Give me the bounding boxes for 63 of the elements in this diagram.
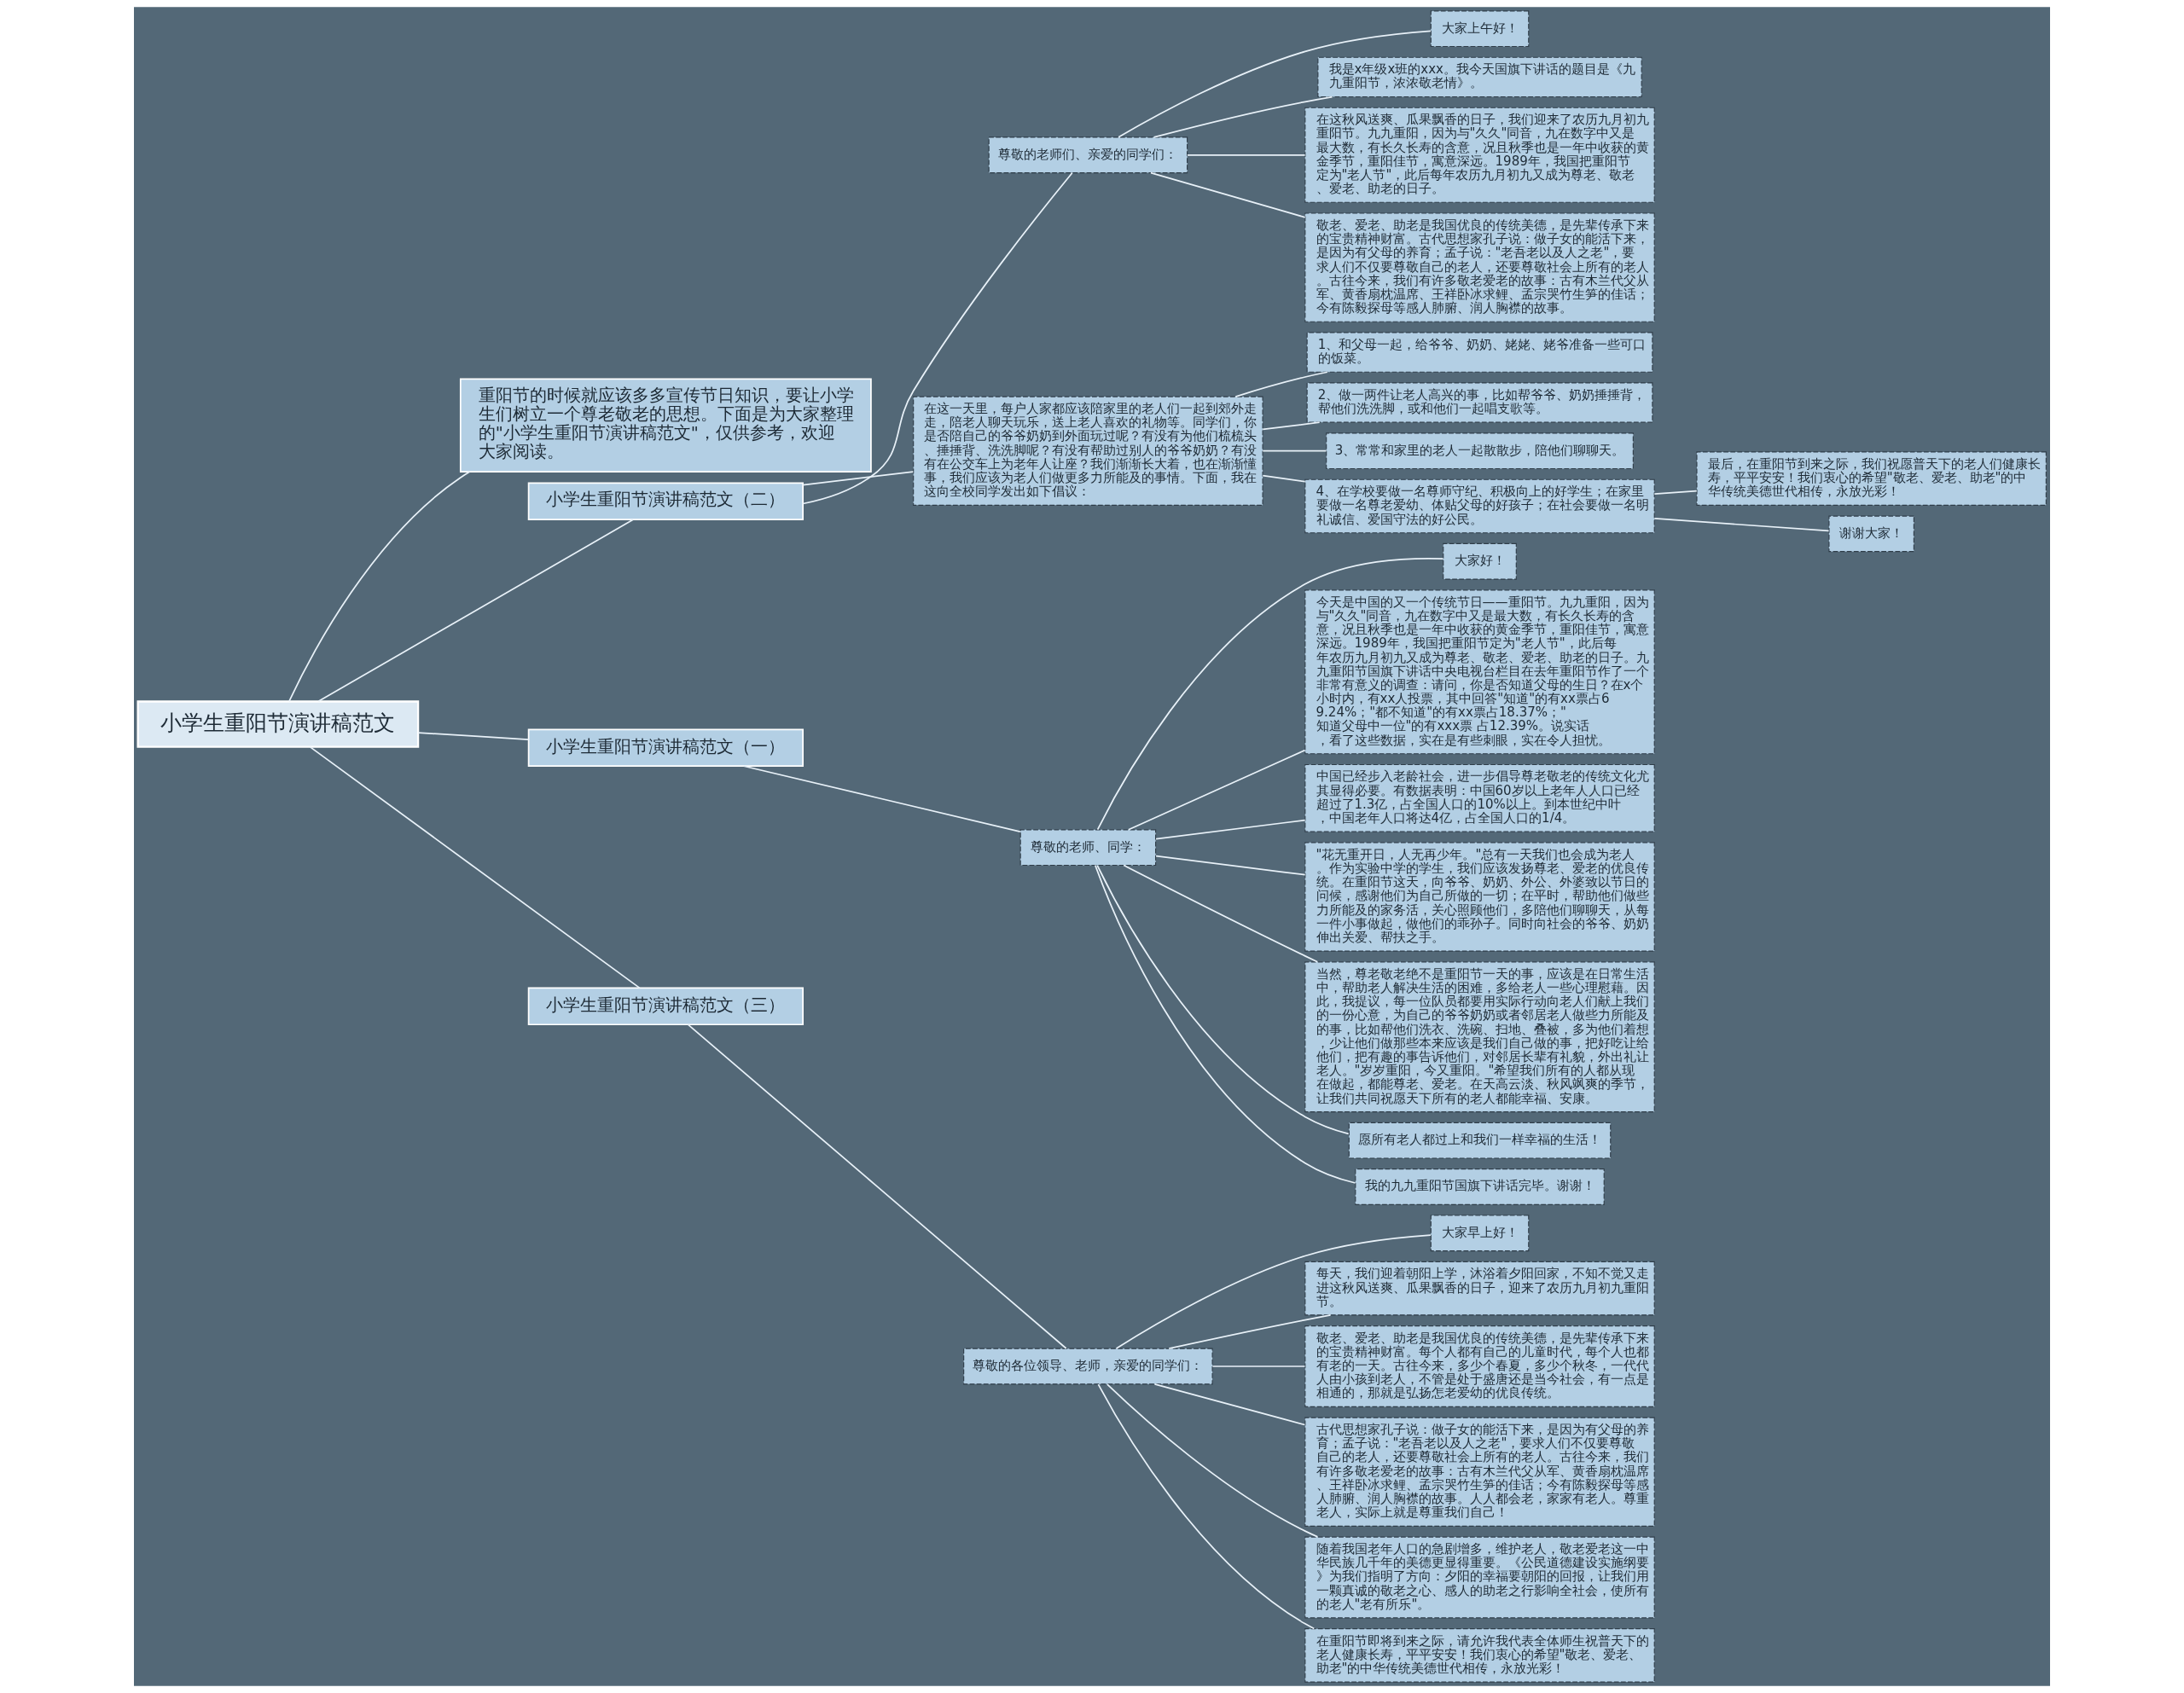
node-box: 愿所有老人都过上和我们一样幸福的生活！: [1348, 1122, 1612, 1159]
connector: [1150, 171, 1306, 218]
node-box: 重阳节的时候就应该多多宣传节日知识，要让小学生们树立一个尊老敬老的思想。下面是为大家整理的"小学生重阳节演讲稿范文"，仅供参考，欢迎大家阅读。: [459, 378, 872, 473]
connector: [1186, 154, 1306, 156]
node-box: "花无重开日，人无再少年。"总有一天我们也会成为老人。作为实验中学的学生，我们应该发扬尊老、爱老的优良传统。在重阳节这天，向爷爷、奶奶、外公、外婆致以节日的问候，感谢他们为自己所做的一切；在平时，帮助他们做些力所能及的家务活，关心照顾他们，多陪他们聊聊天，从每一件小事做起，做他们的乖孙子。同时向社会的爷爷、奶奶伸出关爱、帮扶之手。: [1304, 842, 1655, 952]
connector: [1096, 864, 1350, 1135]
connector: [317, 519, 634, 703]
node-box: 我的九九重阳节国旗下讲话完毕。谢谢！: [1355, 1168, 1605, 1205]
connector: [1128, 749, 1306, 831]
node-box: 在这一天里，每户人家都应该陪家里的老人们一起到郊外走走，陪老人聊天玩乐，送上老人喜欢的礼物等。同学们，你是否陪自己的爷爷奶奶到外面玩过呢？有没有为他们梳梳头、捶捶背、洗洗脚呢？有没有帮助过别人的爷爷奶奶？有没有在公交车上为老年人让座？我们渐渐长大着，也在渐渐懂事，我们应该为老人们做更多力所能及的事情。下面，我在这向全校同学发出如下倡议：: [913, 396, 1263, 506]
connector: [743, 765, 1021, 832]
connector: [1107, 1383, 1319, 1538]
node-box: 小学生重阳节演讲稿范文（三）: [527, 987, 804, 1026]
node-box: 1、和父母一起，给爷爷、奶奶、姥姥、姥爷准备一些可口的饭菜。: [1306, 332, 1653, 373]
node-box: 尊敬的老师、同学：: [1019, 829, 1157, 867]
node-box: 当然，尊老敬老绝不是重阳节一天的事，应该是在日常生活中，帮助老人解决生活的困难，多给老人一些心理慰藉。因此，我提议，每一位队员都要用实际行动向老人们献上我们的一份心意，为自己的爷爷奶奶或者邻居老人做些力所能及的事，比如帮他们洗衣、洗碗、扫地、叠被，多为他们着想，少让他们做那些本来应该是我们自己做的事，把好吃让给他们，把有趣的事告诉他们，对邻居长辈有礼貌，外出礼让老人。"岁岁重阳，今又重阳。"希望我们所有的人都从现在做起，都能尊老、爱老。在天高云淡、秋风飒爽的季节，让我们共同祝愿天下所有的老人都能幸福、安康。: [1304, 961, 1655, 1113]
connector: [1155, 855, 1306, 876]
node-box: 在重阳节即将到来之际，请允许我代表全体师生祝普天下的老人健康长寿，平平安安！我们衷心的希望"敬老、爱老、助老"的中华传统美德世代相传，永放光彩！: [1304, 1628, 1655, 1683]
connector: [309, 746, 641, 989]
node-box: 3、常常和家里的老人一起散散步，陪他们聊聊天。: [1326, 432, 1634, 470]
connector: [1262, 449, 1327, 452]
node-box: 我是x年级x班的xxx。我今天国旗下讲话的题目是《九九重阳节，浓浓敬老情》。: [1317, 56, 1642, 98]
connector: [288, 471, 471, 703]
connector: [1153, 1383, 1306, 1426]
connector: [1115, 1234, 1432, 1349]
connector: [1155, 819, 1306, 840]
node-box: 最后，在重阳节到来之际，我们祝愿普天下的老人们健康长寿，平平安安！我们衷心的希望"敬老、爱老、助老"的中华传统美德世代相传，永放光彩！: [1696, 451, 2047, 506]
connector: [1096, 557, 1444, 831]
connector: [1653, 490, 1698, 495]
node-box: 小学生重阳节演讲稿范文（二）: [527, 482, 804, 520]
node-box: 谢谢大家！: [1828, 515, 1914, 553]
node-box: 随着我国老年人口的急剧增多，维护老人，敬老爱老这一中华民族几千年的美德更显得重要。《公民道德建设实施纲要》为我们指明了方向：夕阳的幸福要朝阳的回报，让我们用一颗真诚的敬老之心、感人的助老之行影响全社会，使所有的老人"老有所乐"。: [1304, 1536, 1655, 1619]
node-box: 大家早上好！: [1430, 1215, 1530, 1252]
node-box: 大家上午好！: [1430, 10, 1530, 48]
node-box: 大家好！: [1443, 542, 1517, 580]
node-box: 每天，我们迎着朝阳上学，沐浴着夕阳回家，不知不觉又走进这秋风送爽、瓜果飘香的日子，迎来了农历九月初九重阳节。: [1304, 1261, 1655, 1316]
node-box: 尊敬的老师们、亲爱的同学们：: [988, 136, 1188, 174]
connector: [1123, 864, 1319, 963]
node-box: 4、在学校要做一名尊师守纪、积极向上的好学生；在家里要做一名尊老爱幼、体贴父母的好孩子；在社会要做一名明礼诚信、爱国守法的好公民。: [1304, 478, 1655, 534]
connector: [1262, 474, 1306, 483]
node-box: 今天是中国的又一个传统节日——重阳节。九九重阳，因为与"久久"同音，九在数字中又是最大数，有长久长寿的含意，况且秋季也是一年中收获的黄金季节，重阳佳节，寓意深远。1989年，我国把重阳节定为"老人节"，此后每年农历九月初九又成为尊老、敬老、爱老、助老的日子。九九重阳节国旗下讲话中央电视台栏目在去年重阳节作了一个非常有意义的调查：请问，你是否知道父母的生日？在x个小时内，有xx人投票，其中回答"知道"的有xx票占69.24%；"都不知道"的有xx票占18.37%；"知道父母中一位"的有xxx票 占12.39%。说实话，看了这些数据，实在是有些刺眼，实在令人担忧。: [1304, 589, 1655, 755]
connector: [417, 732, 530, 740]
connector: [1262, 421, 1321, 431]
node-box: 小学生重阳节演讲稿范文（一）: [527, 728, 804, 768]
connector: [1094, 864, 1356, 1184]
connector: [1153, 96, 1333, 138]
node-box: 敬老、爱老、助老是我国优良的传统美德，是先辈传承下来的宝贵精神财富。每个人都有自己的儿童时代，每个人也都有老的一天。古往今来，多少个春夏，多少个秋冬，一代代人由小孩到老人，不管是处于盛唐还是当今社会，有一点是相通的，那就是弘扬怎老爱幼的优良传统。: [1304, 1325, 1655, 1407]
node-box: 尊敬的各位领导、老师，亲爱的同学们：: [963, 1348, 1213, 1385]
connector: [1097, 1383, 1316, 1630]
node-box: 中国已经步入老龄社会，进一步倡导尊老敬老的传统文化尤其显得必要。有数据表明：中国60岁以上老年人人口已经超过了1.3亿，占全国人口的10%以上。到本世纪中叶，中国老年人口将达4亿，占全国人口的1/4。: [1304, 763, 1655, 832]
node-box: 在这秋风送爽、瓜果飘香的日子，我们迎来了农历九月初九重阳节。九九重阳，因为与"久久"同音，九在数字中又是最大数，有长久长寿的含意，况且秋季也是一年中收获的黄金季节，重阳佳节，寓意深远。1989年，我国把重阳节定为"老人节"，此后每年农历九月初九又成为尊老、敬老、爱老、助老的日子。: [1304, 107, 1655, 203]
connector: [802, 171, 1073, 505]
connector: [802, 471, 915, 486]
connector: [1168, 1314, 1332, 1350]
node-box: 小学生重阳节演讲稿范文: [136, 700, 420, 748]
connector: [1118, 30, 1432, 138]
connector: [1234, 371, 1328, 397]
connector: [1653, 518, 1830, 532]
connector: [687, 1023, 1067, 1349]
node-box: 2、做一两件让老人高兴的事，比如帮爷爷、奶奶捶捶背，帮他们洗洗脚，或和他们一起唱支歌等。: [1306, 382, 1653, 423]
connector: [1211, 1365, 1306, 1367]
node-box: 敬老、爱老、助老是我国优良的传统美德，是先辈传承下来的宝贵精神财富。古代思想家孔子说：做子女的能活下来，是因为有父母的养育；孟子说："老吾老以及人之老"，要求人们不仅要尊敬自己的老人，还要尊敬社会上所有的老人。古往今来，我们有许多敬老爱老的故事：古有木兰代父从军、黄香扇枕温席、王祥卧冰求鲤、孟宗哭竹生笋的佳话；今有陈毅探母等感人肺腑、润人胸襟的故事。: [1304, 212, 1655, 322]
node-box: 古代思想家孔子说：做子女的能活下来，是因为有父母的养育；孟子说："老吾老以及人之老"，要求人们不仅要尊敬自己的老人，还要尊敬社会上所有的老人。古往今来，我们有许多敬老爱老的故事：古有木兰代父从军、黄香扇枕温席、王祥卧冰求鲤、孟宗哭竹生笋的佳话；今有陈毅探母等感人肺腑、润人胸襟的故事。人人都会老，家家有老人。尊重老人，实际上就是尊重我们自己！: [1304, 1417, 1655, 1527]
